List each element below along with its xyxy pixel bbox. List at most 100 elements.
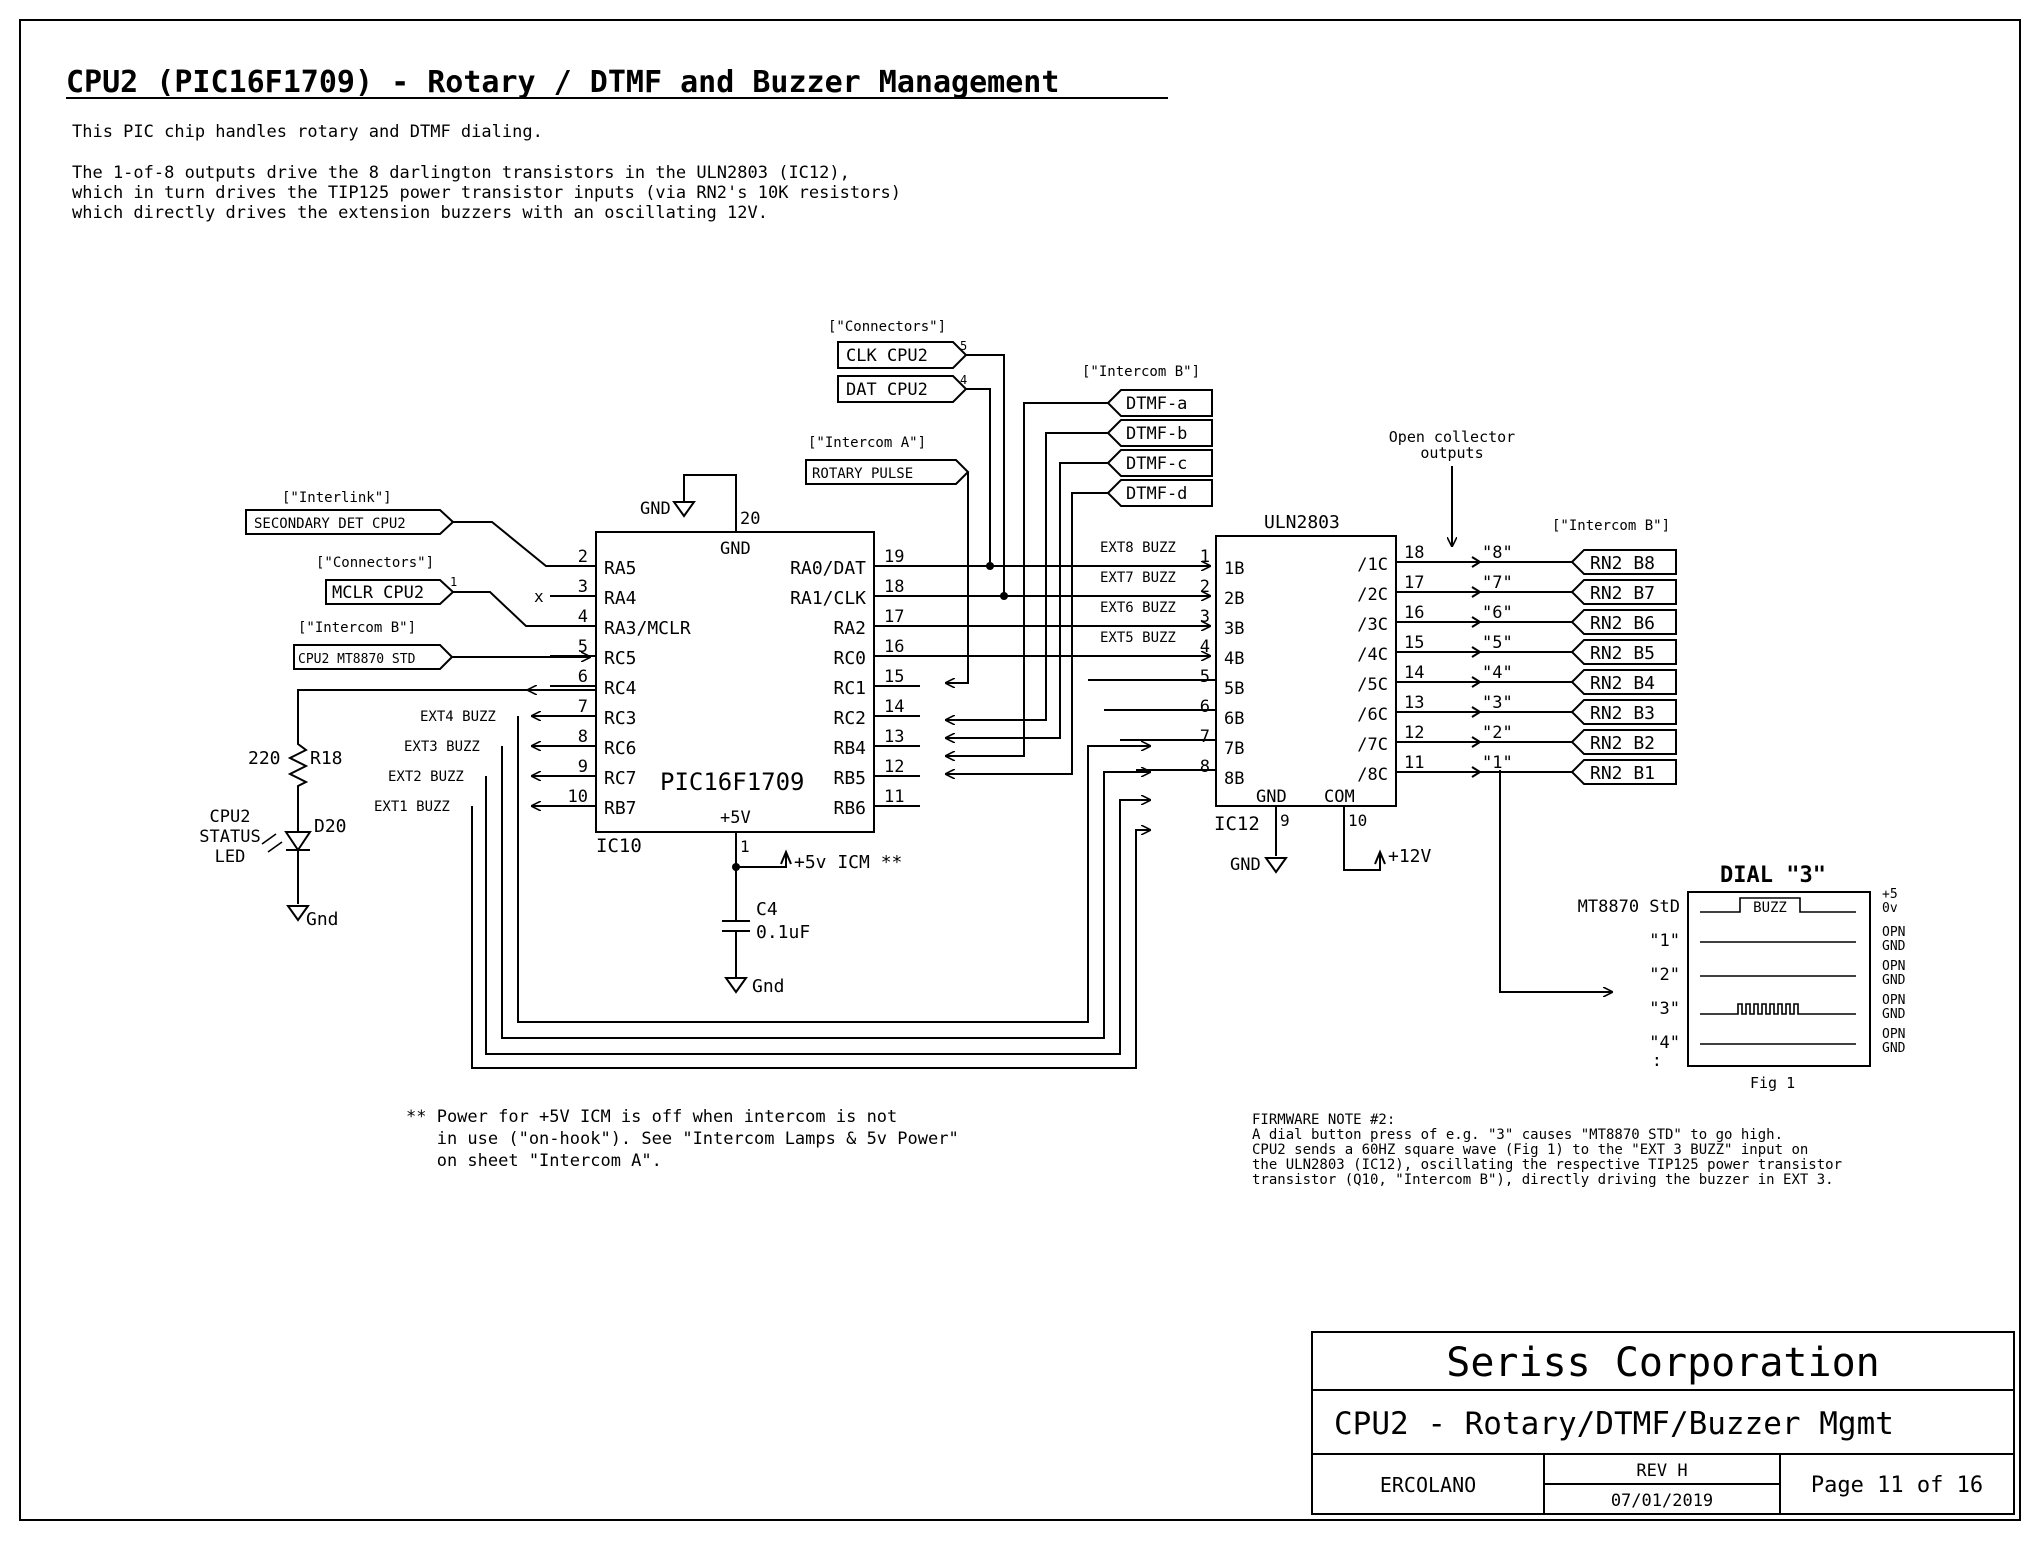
sheet-border — [19, 19, 2021, 1521]
output-quote-label: "3" — [1482, 693, 1513, 713]
pic-pin-number: 12 — [884, 757, 904, 777]
pic-ref: IC10 — [596, 835, 642, 857]
sheet-ref-intercom-b-right: ["Intercom B"] — [1552, 518, 1670, 534]
c4-value: 0.1uF — [756, 922, 810, 943]
uln-pin-number: 18 — [1404, 543, 1424, 563]
rotary-pulse-label: ROTARY PULSE — [812, 466, 913, 482]
dat-wire — [966, 388, 991, 566]
uln-pin-number: 2 — [1200, 577, 1210, 597]
output-1-to-fig-wire — [1499, 770, 1612, 992]
power-note-line-1: ** Power for +5V ICM is off when interco… — [406, 1107, 897, 1127]
pic-pin-name: RC1 — [833, 678, 866, 699]
firmware-note-line-2: CPU2 sends a 60HZ square wave (Fig 1) to… — [1252, 1142, 1808, 1158]
vcc-5v-wire — [736, 852, 787, 868]
firmware-note-line-1: A dial button press of e.g. "3" causes "… — [1252, 1127, 1783, 1143]
pic-pin-name: RC5 — [604, 648, 637, 669]
sheet-ref-interlink: ["Interlink"] — [282, 490, 392, 506]
uln-vpp-arrow — [1374, 849, 1386, 865]
pic-pin-name: RB5 — [833, 768, 866, 789]
sheet-title: CPU2 - Rotary/DTMF/Buzzer Mgmt — [1334, 1406, 1894, 1442]
output-quote-label: "8" — [1482, 543, 1513, 563]
pic-pin-number: 5 — [578, 637, 588, 657]
uln-pin-number: 14 — [1404, 663, 1424, 683]
pic-pin-name: RA0/DAT — [790, 558, 866, 579]
uln-pin-name: /5C — [1357, 675, 1388, 695]
revision: REV H — [1636, 1461, 1687, 1481]
dat-cpu2-label: DAT CPU2 — [846, 380, 928, 400]
uln-5-8-stubs — [1150, 679, 1216, 771]
pic-pin-name: RB7 — [604, 798, 637, 819]
uln-pin-name: /7C — [1357, 735, 1388, 755]
dat-cpu2-pin: 4 — [960, 373, 967, 387]
rn2-port-label: RN2 B6 — [1590, 613, 1655, 634]
dtmf-c-port — [1106, 449, 1213, 477]
ext2-loop-wire — [485, 776, 1150, 1055]
dial-row-label-more: : — [1652, 1051, 1662, 1071]
uln-gnd-text: GND — [1230, 855, 1261, 875]
uln-com-pin-number: 10 — [1348, 811, 1367, 830]
output-quote-label: "1" — [1482, 753, 1513, 773]
level-gnd-2: GND — [1882, 973, 1906, 988]
row-3-square-waveform — [1700, 1003, 1856, 1015]
r18-resistor — [287, 689, 596, 832]
rn2-port — [1570, 549, 1677, 575]
sheet-ref-intercom-b-left: ["Intercom B"] — [298, 620, 416, 636]
level-gnd-4: GND — [1882, 1041, 1906, 1056]
dat-cpu2-port — [837, 375, 968, 403]
uln-pin-name: 6B — [1224, 709, 1244, 729]
power-note-line-2: in use ("on-hook"). See "Intercom Lamps … — [406, 1129, 959, 1149]
ext1-loop-wire — [471, 806, 1150, 1069]
description-line-5: which directly drives the extension buzz… — [72, 203, 768, 223]
title-block: Seriss Corporation CPU2 - Rotary/DTMF/Bu… — [1311, 1331, 2015, 1515]
rn2-port — [1570, 669, 1677, 695]
uln-pin-number: 5 — [1200, 667, 1210, 687]
ext4-loop-wire — [517, 716, 1150, 1023]
dtmf-b-port — [1106, 419, 1213, 447]
pic-pin-name: RC4 — [604, 678, 637, 699]
dtmf-d-port — [1106, 479, 1213, 507]
uln-pin-name: /8C — [1357, 765, 1388, 785]
ext3-loop-wire — [501, 746, 1150, 1039]
uln-gnd-symbol — [1264, 857, 1288, 874]
r18-ref: R18 — [310, 748, 343, 769]
date: 07/01/2019 — [1611, 1491, 1713, 1511]
pic-gnd-symbol — [672, 501, 696, 518]
dtmf-a-wire — [946, 402, 1108, 756]
ext8-buzz-label: EXT8 BUZZ — [1100, 540, 1176, 556]
ext4-buzz-label: EXT4 BUZZ — [420, 709, 496, 725]
uln-part-name: ULN2803 — [1264, 512, 1340, 533]
led-light-arrows — [261, 833, 283, 853]
output-quote-label: "7" — [1482, 573, 1513, 593]
clk-wire — [966, 354, 1005, 596]
ext5-buzz-label: EXT5 BUZZ — [1100, 630, 1176, 646]
rn2-port-label: RN2 B7 — [1590, 583, 1655, 604]
mclr-cpu2-label: MCLR CPU2 — [332, 583, 424, 603]
uln-pin-number: 3 — [1200, 607, 1210, 627]
pic-pin-number: 4 — [578, 607, 588, 627]
rn2-port — [1570, 609, 1677, 635]
uln-gnd-pin-label: GND — [1256, 787, 1287, 807]
pic-pin-number: 14 — [884, 697, 904, 717]
pic-pin-number: 16 — [884, 637, 904, 657]
r18-value: 220 — [248, 748, 281, 769]
uln-5-8-feeds — [1088, 679, 1150, 771]
pic-pin-name: RA5 — [604, 558, 637, 579]
buzz-waveform-label: BUZZ — [1753, 900, 1787, 916]
uln-pin-name: /1C — [1357, 555, 1388, 575]
pic-pin-number: 9 — [578, 757, 588, 777]
dial-row-label-2: "2" — [1649, 965, 1680, 985]
output-quote-label: "2" — [1482, 723, 1513, 743]
c4-ref: C4 — [756, 899, 778, 920]
dtmf-d-label: DTMF-d — [1126, 484, 1187, 504]
fig-caption: Fig 1 — [1750, 1074, 1795, 1092]
uln-pin-name: 4B — [1224, 649, 1244, 669]
uln-gnd-pin-number: 9 — [1280, 811, 1290, 830]
rn2-port — [1570, 639, 1677, 665]
rn2-port-label: RN2 B3 — [1590, 703, 1655, 724]
rn2-port-label: RN2 B8 — [1590, 553, 1655, 574]
rotary-pulse-wire — [946, 472, 969, 683]
pic-pin-name: RC3 — [604, 708, 637, 729]
uln-pin-number: 15 — [1404, 633, 1424, 653]
